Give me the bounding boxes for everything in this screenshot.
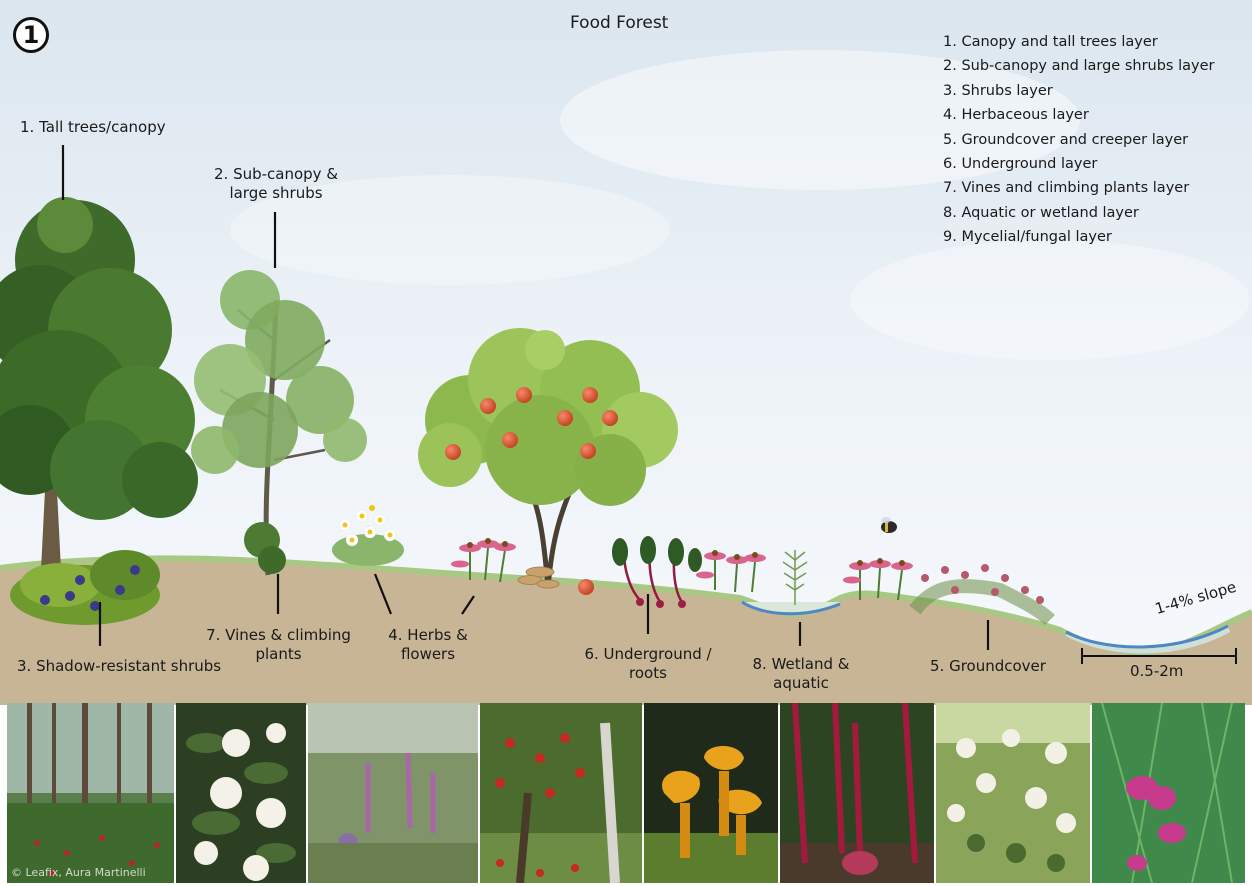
label-underground-line2: roots xyxy=(578,664,718,683)
photo-elderflower xyxy=(176,703,306,883)
label-sub-canopy-line1: 2. Sub-canopy & xyxy=(205,165,347,184)
label-herbs-line1: 4. Herbs & xyxy=(378,626,478,645)
label-scale: 0.5-2m xyxy=(1130,662,1183,681)
legend-item: 2. Sub-canopy and large shrubs layer xyxy=(943,54,1214,78)
photo-strip xyxy=(7,703,1245,883)
label-sub-canopy: 2. Sub-canopy & large shrubs xyxy=(205,165,347,203)
legend-item: 4. Herbaceous layer xyxy=(943,103,1214,127)
label-vines: 7. Vines & climbing plants xyxy=(201,626,356,664)
label-underground-line1: 6. Underground / xyxy=(578,645,718,664)
legend-item: 8. Aquatic or wetland layer xyxy=(943,201,1214,225)
figure-number-badge: 1 xyxy=(13,17,49,53)
layer-legend: 1. Canopy and tall trees layer 2. Sub-ca… xyxy=(943,30,1214,250)
photo-sweet-pea xyxy=(1092,703,1245,883)
legend-item: 9. Mycelial/fungal layer xyxy=(943,225,1214,249)
legend-item: 6. Underground layer xyxy=(943,152,1214,176)
photo-loosestrife xyxy=(308,703,478,883)
photo-clover xyxy=(936,703,1090,883)
label-groundcover: 5. Groundcover xyxy=(930,657,1046,676)
label-herbs-line2: flowers xyxy=(378,645,478,664)
label-herbs: 4. Herbs & flowers xyxy=(378,626,478,664)
photo-beetroot xyxy=(780,703,934,883)
photo-chanterelles xyxy=(644,703,778,883)
photo-forest xyxy=(7,703,174,883)
photo-credit: © Leafix, Aura Martinelli xyxy=(11,866,146,879)
legend-item: 7. Vines and climbing plants layer xyxy=(943,176,1214,200)
label-sub-canopy-line2: large shrubs xyxy=(205,184,347,203)
label-vines-line1: 7. Vines & climbing xyxy=(201,626,356,645)
photo-apple-tree xyxy=(480,703,642,883)
label-underground: 6. Underground / roots xyxy=(578,645,718,683)
label-shrubs: 3. Shadow-resistant shrubs xyxy=(17,657,221,676)
label-vines-line2: plants xyxy=(201,645,356,664)
label-wetland-line2: aquatic xyxy=(746,674,856,693)
label-tall-trees: 1. Tall trees/canopy xyxy=(20,118,166,137)
legend-item: 3. Shrubs layer xyxy=(943,79,1214,103)
legend-item: 5. Groundcover and creeper layer xyxy=(943,128,1214,152)
legend-item: 1. Canopy and tall trees layer xyxy=(943,30,1214,54)
label-wetland-line1: 8. Wetland & xyxy=(746,655,856,674)
label-wetland: 8. Wetland & aquatic xyxy=(746,655,856,693)
diagram-title: Food Forest xyxy=(570,13,668,33)
